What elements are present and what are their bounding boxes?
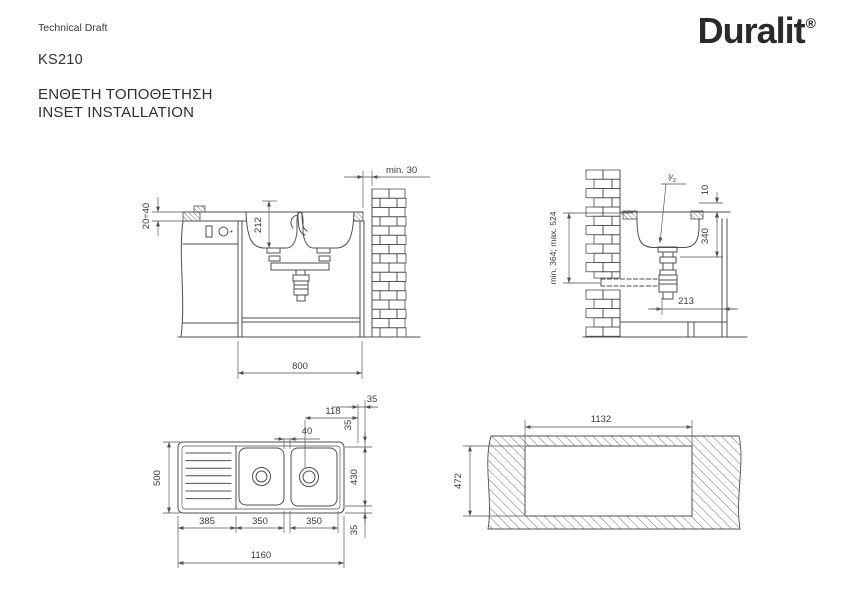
dim-drain-depth: 340: [700, 228, 711, 244]
bowl-right: [290, 447, 338, 507]
sink-outline: [177, 441, 345, 514]
doc-type-label: Technical Draft: [38, 22, 108, 34]
dim-edge-top: 35: [367, 394, 378, 405]
faucet-section: [290, 211, 308, 236]
dim-bowl-right: 350: [306, 516, 322, 527]
side-view-drawing: ³⁄₂ 10 340 213 min. 364; max. 524: [548, 169, 748, 338]
wall-trim-section: [193, 205, 206, 213]
dim-edge-bottom: 35: [349, 525, 360, 536]
dim-bowl-depth: 212: [253, 217, 264, 233]
dim-bowl-left: 350: [252, 516, 268, 527]
dim-drain-fraction: ³⁄₂: [668, 173, 677, 184]
dim-total-length: 1160: [251, 550, 271, 561]
registered-mark: ®: [805, 15, 816, 31]
dim-width: 500: [152, 470, 163, 486]
waste-plumbing: [266, 247, 331, 302]
title-english: INSET INSTALLATION: [38, 104, 195, 121]
dim-drainer: 385: [199, 516, 215, 527]
brick-wall-side: [585, 169, 621, 338]
cutout-view-drawing: 1132 472: [453, 414, 742, 530]
dim-edge-right: 35: [343, 420, 354, 431]
dim-bowl-gap: 40: [302, 426, 313, 437]
dim-wall-clearance: min. 30: [386, 165, 417, 176]
dim-counter-thickness: 20÷40: [141, 203, 152, 229]
waste-trap: [657, 246, 678, 300]
model-number: KS210: [38, 52, 84, 68]
dim-trap-range: min. 364; max. 524: [548, 211, 558, 284]
dim-tap-offset: 118: [325, 406, 340, 417]
dim-cutout-width: 472: [453, 473, 464, 489]
bowl-left: [238, 447, 285, 506]
dim-bowls-length: 430: [349, 469, 360, 485]
appliance-controls: [205, 225, 233, 238]
dim-cutout-length: 1132: [591, 414, 611, 425]
cutout-opening: [524, 445, 693, 517]
front-view-drawing: 212 20÷40 min. 30 800: [141, 165, 430, 379]
hidden-waste-pipe: [600, 278, 660, 287]
dim-rim-height: 10: [700, 185, 711, 196]
dim-cabinet-width: 800: [292, 361, 308, 372]
drain-left: [252, 467, 271, 486]
dim-drain-offset: 213: [678, 296, 694, 307]
drain-right: [299, 467, 319, 487]
plan-view-drawing: 35 118 35 40 430 35 500: [152, 394, 378, 568]
brand-logo: Duralit®: [697, 10, 816, 52]
sink-bowl-section: [636, 218, 700, 248]
brick-wall-front: [371, 188, 407, 338]
title-greek: ΕΝΘΕΤΗ ΤΟΠΟΘΕΤΗΣΗ: [38, 86, 213, 103]
brand-name: Duralit: [697, 10, 806, 51]
sink-bowls-section: [245, 211, 355, 249]
drainboard-grooves: [185, 452, 232, 500]
cabinet-break-edge: [180, 220, 184, 338]
